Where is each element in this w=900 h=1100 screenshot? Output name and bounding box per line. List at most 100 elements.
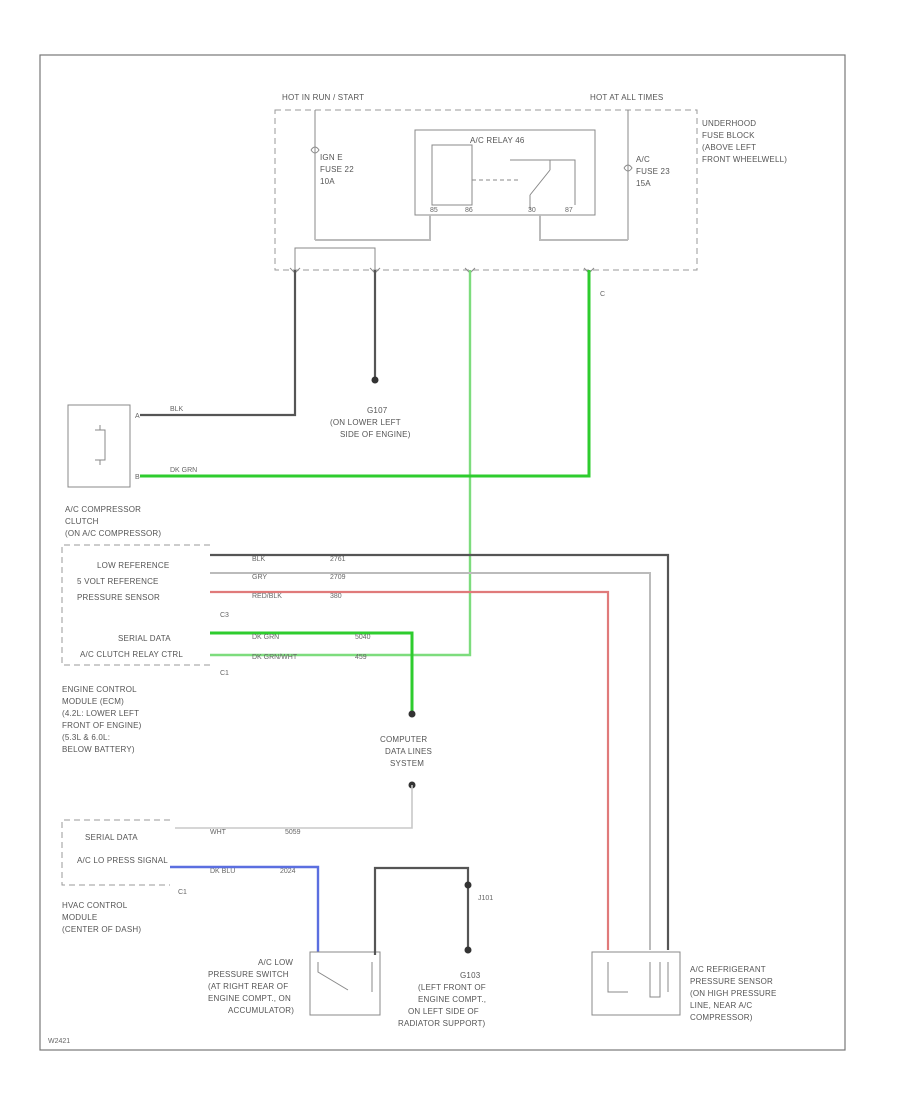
wire-dkgrnwht-relay-to-ecm [210, 270, 472, 657]
ecm-wire-gry: GRY [252, 574, 267, 581]
ecm-pin-serial: SERIAL DATA [118, 634, 171, 643]
ecm-connector-c1: C1 [220, 670, 229, 677]
lowpress-label-3: (AT RIGHT REAR OF [208, 982, 288, 991]
fuse-left-to-relay [315, 215, 431, 241]
wire-blk-lowpress-to-ground [373, 866, 470, 955]
ecm-circuit-5040: 5040 [355, 634, 371, 641]
g103-label-4: ON LEFT SIDE OF [408, 1007, 479, 1016]
ac-compressor-clutch [67, 404, 131, 488]
wire-blk-to-clutch [140, 270, 297, 417]
clutch-pin-a: A [135, 413, 140, 420]
clutch-label-2: CLUTCH [65, 517, 99, 526]
g103-label-5: RADIATOR SUPPORT) [398, 1019, 486, 1028]
ecm-label-4: FRONT OF ENGINE) [62, 721, 142, 730]
data-link-label-1: COMPUTER [380, 735, 427, 744]
data-link-label-3: SYSTEM [390, 759, 424, 768]
fuse-right-to-relay [539, 215, 628, 241]
hvac-wire-wht: WHT [210, 829, 227, 836]
ecm-label-6: BELOW BATTERY) [62, 745, 135, 754]
ac-low-pressure-switch [309, 951, 381, 1016]
splice-j101 [464, 881, 472, 889]
g107-label-1: G107 [367, 406, 388, 415]
left-fuse-label-2: FUSE 22 [320, 165, 354, 174]
g107-label-3: SIDE OF ENGINE) [340, 430, 411, 439]
sensor-label-3: (ON HIGH PRESSURE [690, 989, 777, 998]
hvac-circuit-5059: 5059 [285, 829, 301, 836]
clutch-wire-dkgrn: DK GRN [170, 467, 197, 474]
clutch-wire-blk: BLK [170, 406, 184, 413]
wire-wht-serial-hvac [175, 785, 413, 829]
ecm-label-2: MODULE (ECM) [62, 697, 124, 706]
lowpress-label-1: A/C LOW [258, 958, 293, 967]
wire-gry-5v-ref [210, 572, 651, 950]
ecm-label-3: (4.2L: LOWER LEFT [62, 709, 139, 718]
clutch-pin-b: B [135, 474, 140, 481]
lowpress-label-2: PRESSURE SWITCH [208, 970, 289, 979]
relay-pin-87: 87 [565, 207, 573, 214]
ecm-pin-5v-ref: 5 VOLT REFERENCE [77, 577, 159, 586]
lowpress-switch-contact [317, 962, 373, 992]
g103-label-3: ENGINE COMPT., [418, 995, 486, 1004]
wire-red-pressure [210, 590, 610, 950]
relay-pin-30: 30 [528, 207, 536, 214]
ecm-circuit-2761: 2761 [330, 556, 346, 563]
sensor-label-4: LINE, NEAR A/C [690, 1001, 752, 1010]
ac-relay-title: A/C RELAY 46 [470, 136, 525, 145]
hvac-label-1: HVAC CONTROL [62, 901, 128, 910]
relay-87-wire-label: C [600, 291, 605, 298]
wire-blk-low-ref [210, 553, 670, 950]
sensor-label-2: PRESSURE SENSOR [690, 977, 773, 986]
hvac-wire-dkblu: DK BLU [210, 868, 235, 875]
ecm-connector-c3: C3 [220, 612, 229, 619]
relay-pin-85: 85 [430, 207, 438, 214]
figure-code: W2421 [48, 1038, 70, 1045]
wire-dkgrn-serial [210, 631, 414, 712]
fuse-block-label-1: UNDERHOOD [702, 119, 756, 128]
sensor-element-symbol [607, 962, 669, 998]
g107-label-2: (ON LOWER LEFT [330, 418, 401, 427]
sensor-label-5: COMPRESSOR) [690, 1013, 753, 1022]
clutch-label-1: A/C COMPRESSOR [65, 505, 141, 514]
hvac-label-3: (CENTER OF DASH) [62, 925, 141, 934]
wire-dkgrn-relay-to-clutch [140, 270, 591, 478]
fuse-block-label-4: FRONT WHEELWELL) [702, 155, 787, 164]
lowpress-label-4: ENGINE COMPT., ON [208, 994, 291, 1003]
fuse-left-branch [294, 247, 376, 270]
ecm-outline [61, 544, 210, 666]
diagram-frame [39, 54, 846, 1051]
hot-in-run-label: HOT IN RUN / START [282, 93, 364, 102]
clutch-coil-symbol [95, 425, 106, 465]
right-fuse-symbol [623, 164, 633, 172]
ecm-pin-low-ref: LOW REFERENCE [97, 561, 169, 570]
ecm-circuit-2709: 2709 [330, 574, 346, 581]
ecm-wire-blk: BLK [252, 556, 266, 563]
ac-refrigerant-pressure-sensor [591, 951, 681, 1016]
ground-g107-point [371, 376, 379, 384]
ground-g103-point [464, 946, 472, 954]
relay-coil [431, 144, 473, 206]
ecm-wire-redblk: RED/BLK [252, 593, 282, 600]
left-fuse-symbol [310, 146, 320, 154]
ecm-label-5: (5.3L & 6.0L: [62, 733, 110, 742]
g103-label-1: G103 [460, 971, 481, 980]
left-fuse-label-1: IGN E [320, 153, 343, 162]
data-link-top-point [408, 710, 416, 718]
hvac-connector-c1: C1 [178, 889, 187, 896]
relay-pin-86: 86 [465, 207, 473, 214]
ecm-circuit-459: 459 [355, 654, 367, 661]
right-fuse-label-2: FUSE 23 [636, 167, 670, 176]
fuse-block-outline [274, 109, 698, 271]
ecm-wire-dkgrn: DK GRN [252, 634, 279, 641]
hvac-outline [61, 819, 170, 886]
relay-switch-contact [529, 169, 551, 196]
clutch-label-3: (ON A/C COMPRESSOR) [65, 529, 161, 538]
ecm-pin-clutch-ctrl: A/C CLUTCH RELAY CTRL [80, 650, 183, 659]
hvac-circuit-2024: 2024 [280, 868, 296, 875]
splice-label: J101 [478, 895, 493, 902]
hot-at-all-times-label: HOT AT ALL TIMES [590, 93, 663, 102]
relay-internal-wires [510, 159, 576, 210]
right-fuse-label-1: A/C [636, 155, 650, 164]
fuse-block-label-2: FUSE BLOCK [702, 131, 755, 140]
g103-label-2: (LEFT FRONT OF [418, 983, 486, 992]
